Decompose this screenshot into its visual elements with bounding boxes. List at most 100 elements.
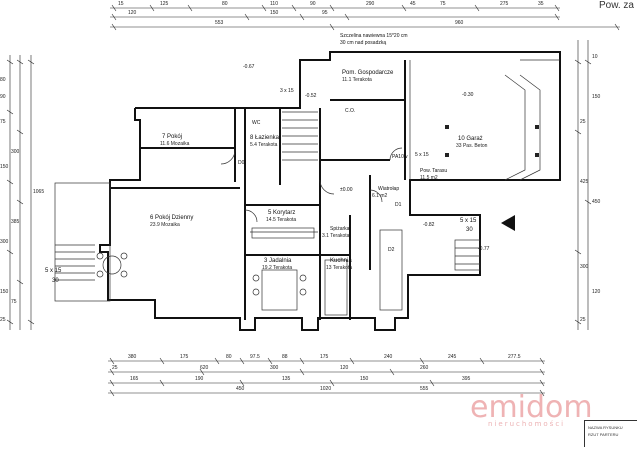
room-name-garaz: 10 Garaż — [458, 136, 483, 142]
dim-bottom-18: 135 — [282, 376, 291, 382]
terrace-table — [96, 252, 128, 278]
title-block-value: RZUT PARTERU — [588, 432, 619, 437]
dim-top-3: 80 — [222, 1, 228, 7]
label-stairs-terrace: 5 x 15 — [45, 268, 62, 274]
label-d1: D1 — [395, 202, 402, 208]
label-co: C.O. — [345, 108, 356, 114]
level-mark-6: ±0.00 — [340, 187, 353, 193]
stairs-left — [55, 244, 95, 281]
entrance-stairs — [454, 239, 481, 271]
ventilation-note-line1: Szczelina nawiewna 15*20 cm — [340, 33, 408, 39]
room-area-taras: 11.5 m2 — [420, 175, 438, 181]
dim-left-7: 300 — [0, 239, 9, 245]
room-name-spizarka: Spiżarka — [330, 226, 350, 232]
room-name-gospodarcze: Pom. Gospodarcze — [342, 70, 394, 76]
label-d0: D0 — [238, 160, 245, 166]
dim-bottom-8: 245 — [448, 354, 457, 360]
dim-top-1: 15 — [118, 1, 124, 7]
dim-top-8: 75 — [440, 1, 446, 7]
page-corner-text: Pow. za — [598, 0, 634, 11]
room-area-dzienny: 23.9 Mozaika — [150, 222, 180, 228]
dim-left-6: 385 — [11, 219, 20, 225]
dim-right-1: 10 — [592, 54, 598, 60]
dim-left-8: 1065 — [33, 189, 45, 195]
level-mark-5: -0.82 — [423, 222, 435, 228]
column — [445, 125, 449, 129]
room-area-gospodarcze: 11.1 Terakota — [342, 77, 372, 83]
dim-top-4: 110 — [270, 1, 278, 7]
dim-bottom-7: 240 — [384, 354, 393, 360]
dim-bottom-12: 300 — [270, 365, 279, 371]
level-mark-2: -0.30 — [462, 92, 474, 98]
dim-bottom-13: 120 — [340, 365, 349, 371]
label-stairs-entry: 5 x 15 — [460, 218, 477, 224]
dim-top-7: 45 — [410, 1, 416, 7]
room-area-lazienka: 5.4 Terakota — [250, 142, 278, 148]
dim-bottom-9: 277.5 — [508, 354, 521, 360]
dim-left-3: 75 — [0, 119, 6, 125]
label-pa10w: PA10w — [392, 154, 408, 160]
built-in-wardrobe — [251, 227, 315, 239]
stairs-internal — [282, 111, 318, 161]
room-area-korytarz: 14.5 Terakota — [266, 217, 297, 223]
dim-left-11: 25 — [0, 317, 6, 323]
label-wc: WC — [252, 120, 261, 126]
dim-left-4: 300 — [11, 149, 20, 155]
garage-door-marks — [409, 59, 560, 181]
dim-right-4: 425 — [580, 179, 589, 185]
dim-bottom-10: 25 — [112, 365, 118, 371]
dining-table — [252, 269, 307, 311]
level-mark-3: -0.52 — [305, 93, 317, 99]
kitchen-counter — [324, 229, 403, 316]
dim-left-10: 75 — [11, 299, 17, 305]
room-name-pokoj: 7 Pokój — [162, 134, 183, 140]
room-area-kuchnia: 13 Terakota — [326, 265, 353, 271]
dim-left-5: 150 — [0, 164, 9, 170]
ventilation-note-line2: 30 cm nad posadzką — [340, 40, 387, 46]
dim-bottom-20: 395 — [462, 376, 471, 382]
dim-bottom-6: 175 — [320, 354, 329, 360]
room-name-jadalnia: 3 Jadalnia — [264, 258, 292, 264]
room-name-wiatrolap: Wiatrołap — [378, 186, 400, 192]
door-swings — [220, 147, 403, 223]
dim-bottom-21: 450 — [236, 386, 245, 392]
label-step-terrace: 30 — [52, 278, 59, 284]
label-d2: D2 — [388, 247, 395, 253]
logo-tagline: nieruchomości — [488, 420, 566, 428]
label-3x15: 3 x 15 — [280, 88, 294, 94]
label-step-entry: 30 — [466, 227, 473, 233]
dim-top-13: 95 — [322, 10, 328, 16]
room-name-taras: Pow. Tarasu — [420, 168, 448, 174]
room-name-lazienka: 8 Łazienka — [250, 135, 280, 141]
room-name-kuchnia: Kuchnia — [330, 258, 352, 264]
dim-bottom-17: 190 — [195, 376, 204, 382]
dim-bottom-4: 97.5 — [250, 354, 260, 360]
dim-top-9: 275 — [500, 1, 509, 7]
dim-left-2: 90 — [0, 94, 6, 100]
column — [535, 153, 539, 157]
dim-right-6: 300 — [580, 264, 589, 270]
dim-left-1: 80 — [0, 77, 6, 83]
dim-top-2: 125 — [160, 1, 169, 7]
room-area-garaz: 33 Pas. Beton — [456, 143, 488, 149]
dim-bottom-11: 620 — [200, 365, 209, 371]
title-block: NAZWA RYSUNKU RZUT PARTERU — [584, 420, 637, 447]
dim-right-8: 25 — [580, 317, 586, 323]
dim-bottom-3: 80 — [226, 354, 232, 360]
dim-right-7: 120 — [592, 289, 601, 295]
column — [535, 125, 539, 129]
dim-bottom-22: 555 — [420, 386, 429, 392]
level-mark-4: -0.77 — [478, 246, 490, 252]
room-area-pokoj: 11.6 Mozaika — [160, 141, 190, 147]
dim-right-3: 25 — [580, 119, 586, 125]
title-block-label: NAZWA RYSUNKU — [588, 425, 623, 430]
column — [445, 153, 449, 157]
level-mark-1: -0.67 — [243, 64, 255, 70]
room-area-wiatrolap: 6.1 m2 — [372, 193, 388, 199]
dim-top-14: 960 — [455, 20, 464, 26]
dim-top-10: 35 — [538, 1, 544, 7]
room-area-jadalnia: 19.2 Terakota — [262, 265, 293, 271]
dim-bottom-2: 175 — [180, 354, 189, 360]
room-area-spizarka: 3.1 Terakota — [322, 233, 350, 239]
